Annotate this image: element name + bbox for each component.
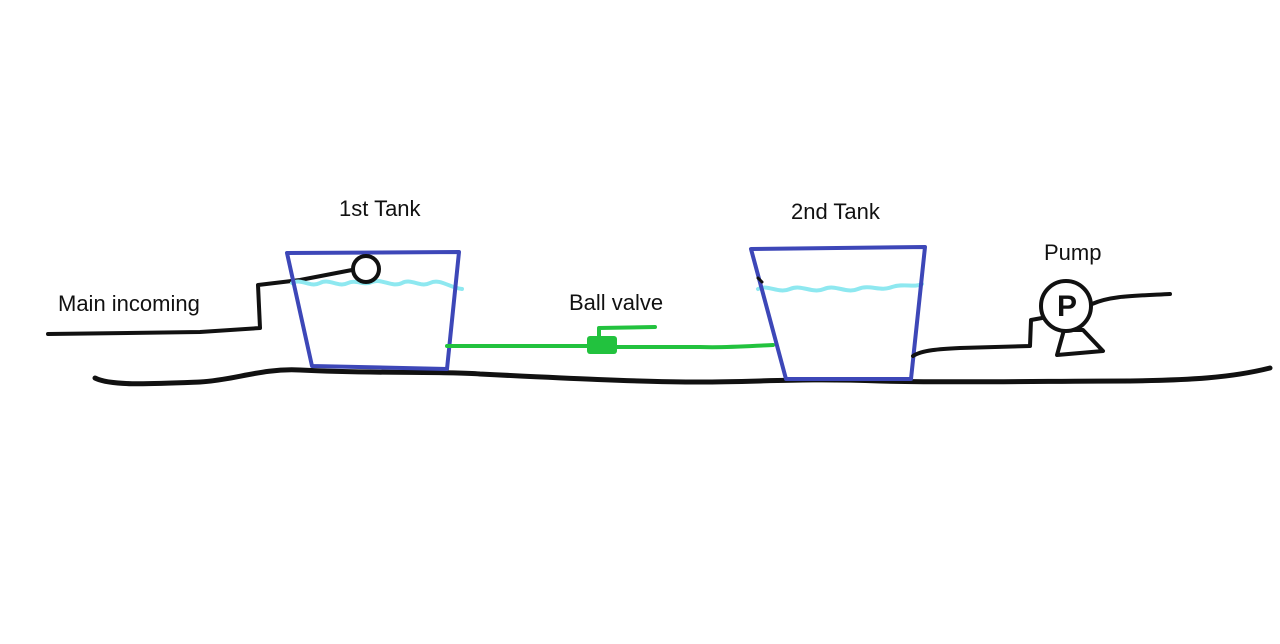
label-main-incoming: Main incoming <box>58 291 200 316</box>
pump-suction-pipe <box>911 316 1044 358</box>
ball-valve-icon <box>587 325 657 354</box>
float-valve-icon <box>351 254 381 284</box>
label-ball-valve: Ball valve <box>569 290 663 315</box>
tank-1-outline <box>285 250 461 371</box>
tank-2-inlet-stub <box>756 276 764 284</box>
label-pump: Pump <box>1044 240 1101 265</box>
ground-line <box>92 365 1273 387</box>
label-tank-1: 1st Tank <box>339 196 422 221</box>
label-tank-2: 2nd Tank <box>791 199 881 224</box>
tank-2 <box>749 245 927 381</box>
tank-2-water-line <box>756 282 924 293</box>
tank-1-water-line <box>290 279 464 291</box>
tank-2-outline <box>749 245 927 381</box>
connecting-pipe <box>445 343 775 350</box>
pump-symbol: P <box>1057 290 1077 323</box>
pump-icon: P <box>1039 279 1105 357</box>
pump-discharge-pipe <box>1090 292 1172 306</box>
main-incoming-pipe <box>46 268 354 336</box>
